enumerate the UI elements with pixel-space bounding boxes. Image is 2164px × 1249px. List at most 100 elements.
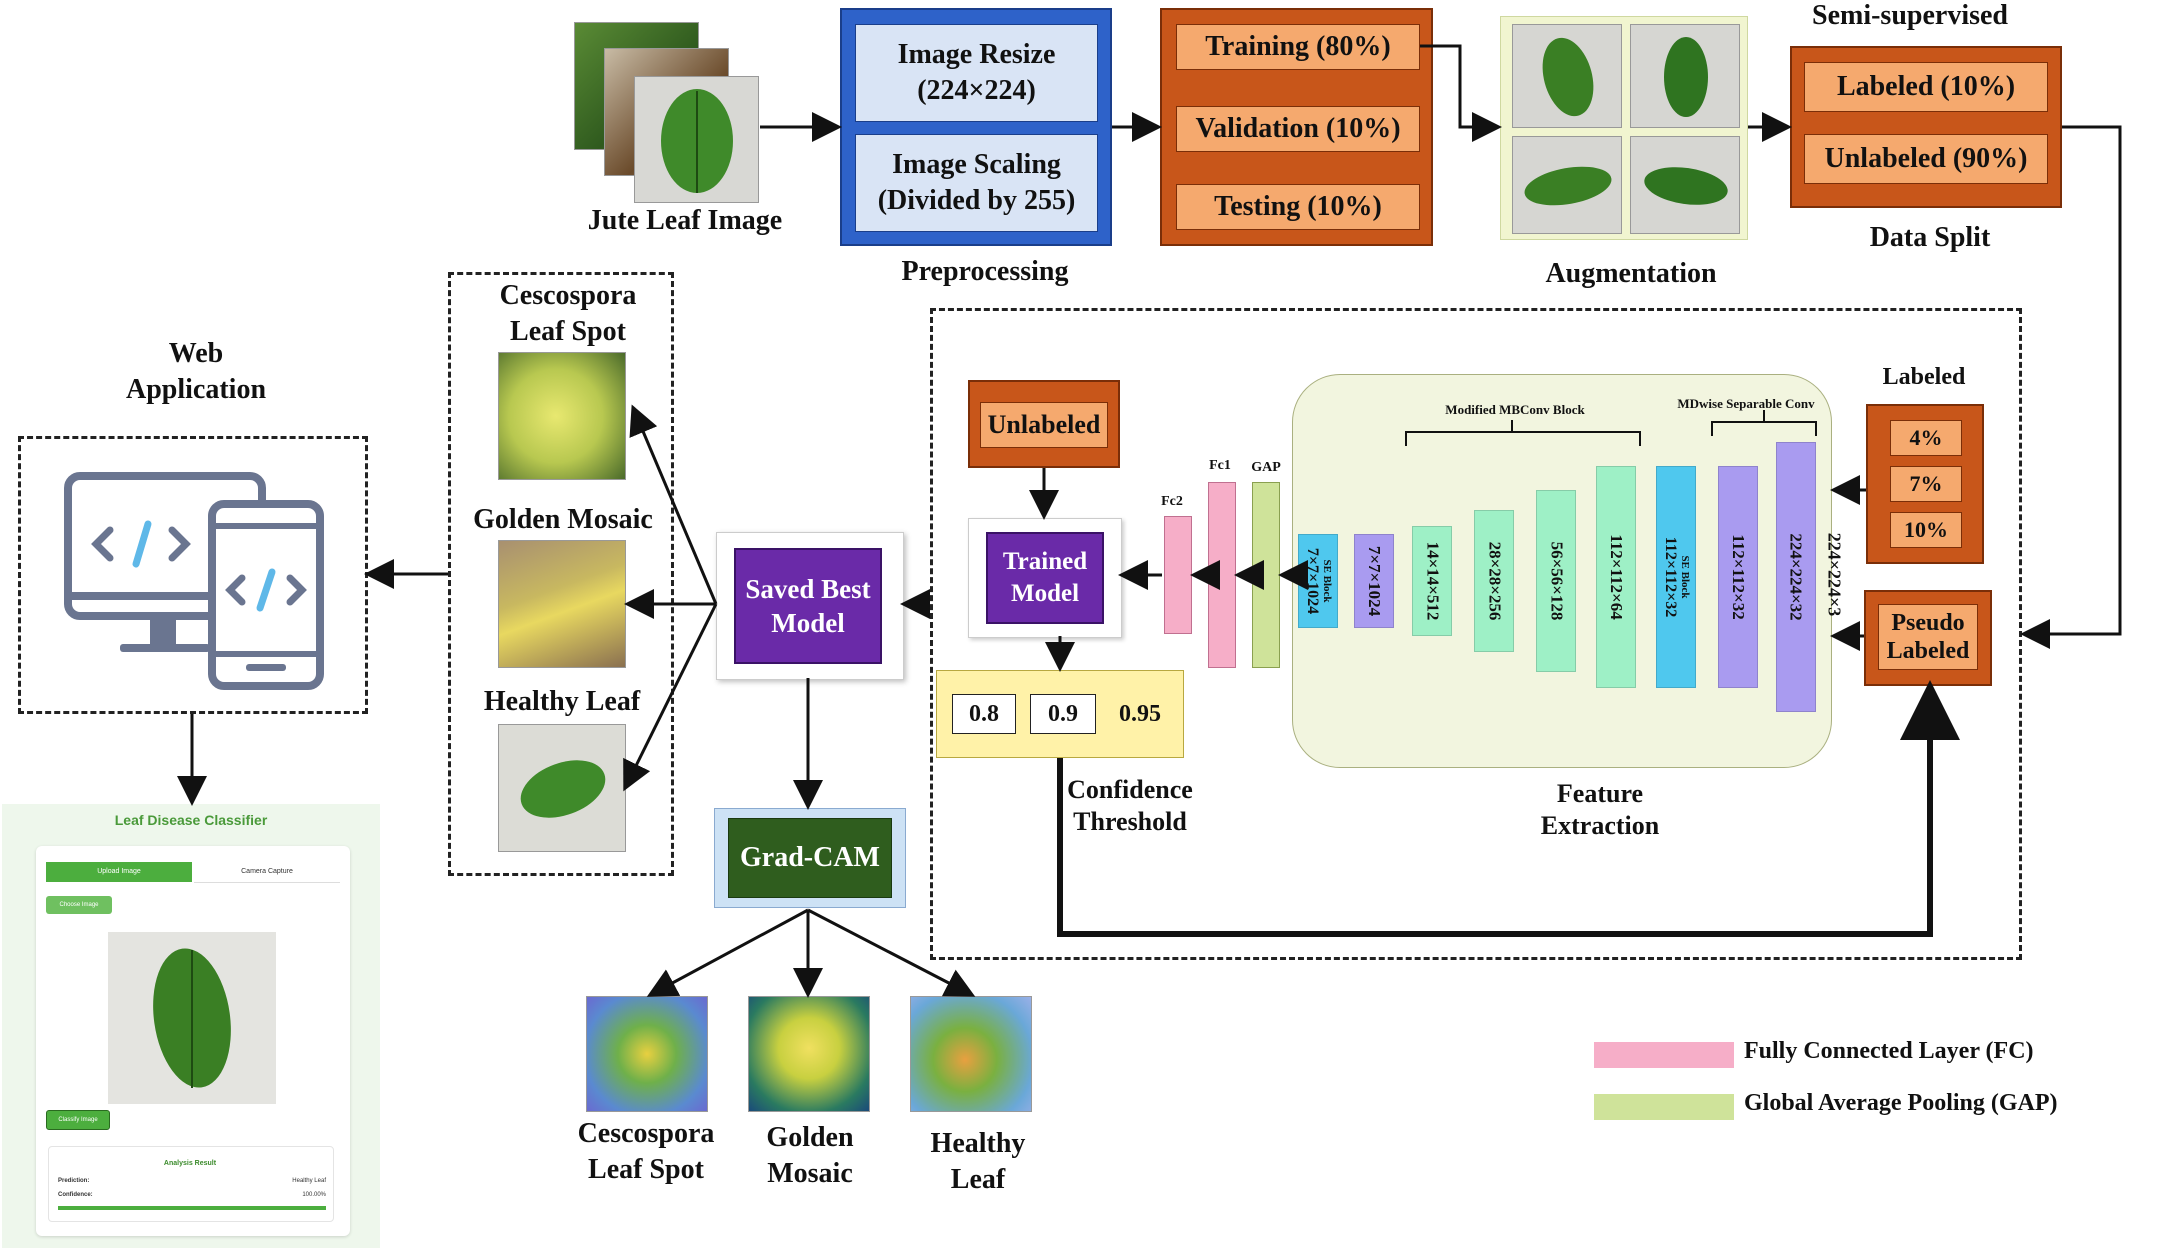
tab-upload-image[interactable]: Upload Image — [46, 862, 192, 882]
input-label: Jute Leaf Image — [587, 205, 783, 236]
threshold-value-3: 0.95 — [1119, 700, 1161, 727]
threshold-value-1: 0.8 — [952, 694, 1016, 734]
testing-split: Testing (10%) — [1176, 184, 1420, 230]
fc1-label: Fc1 — [1209, 458, 1231, 473]
class-healthy-label: Healthy Leaf — [483, 686, 641, 717]
gradcam-golden-l2: Mosaic — [767, 1158, 853, 1189]
gradcam-result-golden: Golden Mosaic — [728, 1120, 892, 1192]
gradcam-result-cescospora: Cescospora Leaf Spot — [546, 1116, 746, 1188]
image-scaling-title: Image Scaling — [892, 149, 1061, 180]
trained-model-l1: Trained — [1002, 548, 1088, 575]
trained-model: Trained Model — [986, 532, 1104, 624]
feature-layer-3: 14×14×512 — [1412, 526, 1452, 636]
saved-model-l1: Saved Best — [745, 574, 871, 604]
input-leaf-photo-front — [634, 76, 759, 203]
classify-image-button[interactable]: Classify Image — [46, 1110, 110, 1130]
saved-model-l2: Model — [771, 608, 845, 638]
choose-image-button[interactable]: Choose Image — [46, 896, 112, 914]
prediction-value: Healthy Leaf — [292, 1178, 326, 1184]
leaf-icon — [661, 89, 733, 193]
legend-gap-swatch — [1594, 1094, 1734, 1120]
image-resize-size: (224×224) — [917, 75, 1036, 106]
threshold-value-2: 0.9 — [1030, 694, 1096, 734]
feature-extraction-l2: Extraction — [1540, 811, 1660, 840]
augmented-leaf-1 — [1512, 24, 1622, 128]
saved-best-model: Saved Best Model — [734, 548, 882, 664]
pseudo-labeled-inner: Pseudo Labeled — [1878, 604, 1978, 670]
uploaded-leaf-preview — [108, 932, 276, 1104]
analysis-result-title: Analysis Result — [163, 1160, 217, 1167]
feature-extraction-l1: Feature — [1556, 779, 1644, 808]
confidence-label: Confidence: — [58, 1192, 93, 1198]
fc2-label: Fc2 — [1161, 494, 1183, 509]
confidence-bar-track — [58, 1206, 326, 1210]
gradcam-cescospora-heatmap — [586, 996, 708, 1112]
image-resize-title: Image Resize — [897, 39, 1056, 70]
gradcam-healthy-l1: Healthy — [930, 1128, 1026, 1159]
image-scaling-step: Image Scaling (Divided by 255) — [855, 134, 1098, 232]
class-cescospora-l1: Cescospora — [499, 280, 637, 311]
trained-model-l2: Model — [1010, 580, 1080, 607]
percent-10: 10% — [1890, 512, 1962, 548]
augmented-leaf-2 — [1630, 24, 1740, 128]
augmented-leaf-3 — [1512, 136, 1622, 234]
legend-gap-label: Global Average Pooling (GAP) — [1744, 1090, 2058, 1116]
confidence-threshold-l1: Confidence — [1067, 775, 1193, 804]
prediction-label: Prediction: — [58, 1178, 90, 1184]
augmentation-title: Augmentation — [1545, 258, 1717, 289]
gradcam-cescospora-l1: Cescospora — [577, 1118, 715, 1149]
confidence-threshold-title: Confidence Threshold — [1040, 774, 1220, 838]
unlabeled-split: Unlabeled (90%) — [1804, 134, 2048, 184]
feature-layer-2: 7×7×1024 — [1354, 534, 1394, 628]
web-app-l1: Web — [168, 338, 224, 369]
data-split-title: Data Split — [1869, 222, 1991, 253]
leaf-icon — [153, 948, 231, 1088]
gradcam-golden-l1: Golden — [766, 1122, 854, 1153]
class-golden-photo — [498, 540, 626, 668]
semi-supervised-header: Semi-supervised — [1812, 0, 2008, 31]
mdwise-label: MDwise Separable Conv — [1677, 396, 1815, 411]
confidence-bar-fill — [58, 1206, 326, 1210]
confidence-threshold-l2: Threshold — [1073, 807, 1187, 836]
augmented-leaf-4 — [1630, 136, 1740, 234]
gradcam-result-healthy: Healthy Leaf — [898, 1126, 1058, 1198]
gradcam-cescospora-l2: Leaf Spot — [588, 1154, 704, 1185]
web-app-l2: Application — [125, 374, 267, 405]
mbconv-label: Modified MBConv Block — [1445, 402, 1585, 417]
gradcam-box: Grad-CAM — [728, 818, 892, 898]
feature-layer-5: 56×56×128 — [1536, 490, 1576, 672]
pseudo-l1: Pseudo — [1891, 610, 1965, 636]
labeled-split: Labeled (10%) — [1804, 62, 2048, 112]
percent-7: 7% — [1890, 466, 1962, 502]
gap-label: GAP — [1251, 460, 1281, 475]
legend-fc-label: Fully Connected Layer (FC) — [1744, 1038, 2034, 1064]
percent-4: 4% — [1890, 420, 1962, 456]
image-scaling-detail: (Divided by 255) — [877, 185, 1076, 216]
validation-split: Validation (10%) — [1176, 106, 1420, 152]
leaf-icon — [520, 760, 606, 818]
class-cescospora-photo — [498, 352, 626, 480]
class-examples-region — [448, 272, 674, 876]
feature-layer-6: 112×112×64 — [1596, 466, 1636, 688]
preprocessing-title: Preprocessing — [901, 256, 1069, 287]
training-split: Training (80%) — [1176, 24, 1420, 70]
class-cescospora-label: Cescospora Leaf Spot — [470, 278, 666, 350]
feature-extraction-title: Feature Extraction — [1500, 778, 1700, 842]
tab-camera-capture[interactable]: Camera Capture — [194, 862, 340, 883]
unlabeled-label: Unlabeled — [980, 402, 1108, 448]
image-resize-step: Image Resize (224×224) — [855, 24, 1098, 122]
pseudo-l2: Labeled — [1886, 638, 1970, 664]
confidence-value: 100.00% — [302, 1192, 326, 1198]
feature-layer-9: 224×224×32 — [1776, 442, 1816, 712]
class-golden-label: Golden Mosaic — [473, 504, 653, 535]
gradcam-golden-heatmap — [748, 996, 870, 1112]
class-healthy-photo — [498, 724, 626, 852]
gradcam-healthy-l2: Leaf — [950, 1164, 1006, 1195]
devices-code-icon — [64, 472, 324, 690]
web-app-title: Web Application — [96, 336, 296, 408]
feature-layer-8: 112×112×32 — [1718, 466, 1758, 688]
legend-fc-swatch — [1594, 1042, 1734, 1068]
